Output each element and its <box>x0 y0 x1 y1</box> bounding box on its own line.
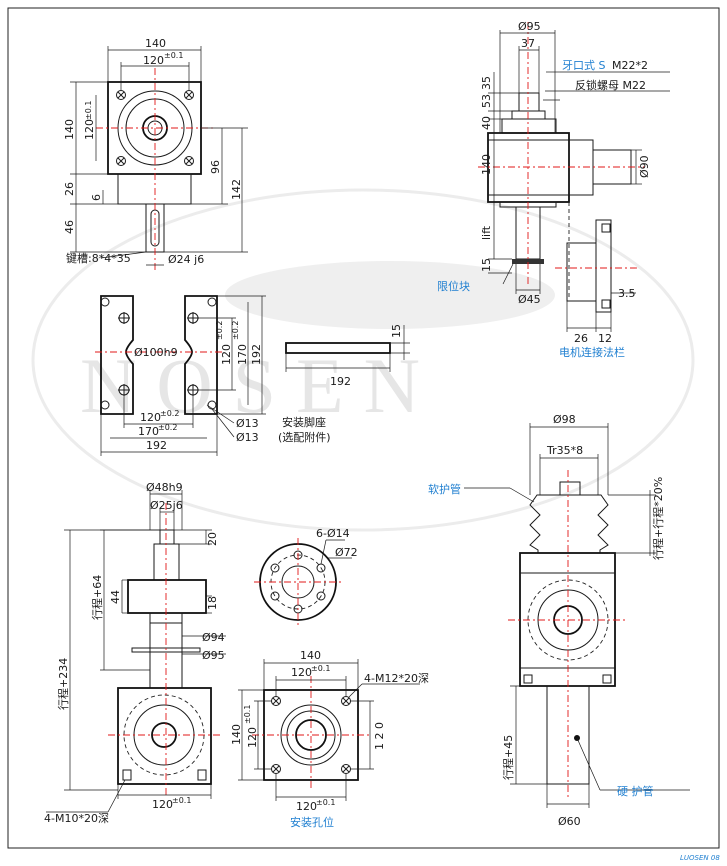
view-top-left <box>70 46 248 270</box>
label-thread-m12: 4-M12*20深 <box>364 672 429 685</box>
view-bottom-right <box>464 423 690 808</box>
label-locknut: 反锁螺母 M22 <box>575 78 646 92</box>
label-holes: 6-Ø14 <box>316 527 350 540</box>
dim-stroke-45: 行程+45 <box>502 735 515 780</box>
dim-base-w170-tol: ±0.2 <box>158 423 177 432</box>
dim-d90: Ø90 <box>638 155 651 178</box>
brand-mark: LUOSEN 08 <box>680 854 720 862</box>
label-hard-tube: 硬 护管 <box>617 784 654 798</box>
dim-hole-2: Ø13 <box>236 431 259 444</box>
dim-53: 53 <box>480 94 493 108</box>
label-mount-holes: 安装孔位 <box>290 815 334 829</box>
dim-lift: lift <box>480 225 493 240</box>
dim-d98: Ø98 <box>553 413 576 426</box>
dim-mount-w140: 140 <box>300 649 321 662</box>
label-motor-flange: 电机连接法栏 <box>559 345 625 359</box>
dim-44: 44 <box>109 590 122 604</box>
dim-d95: Ø95 <box>518 20 541 33</box>
dim-bolt-tol: ±0.1 <box>164 51 183 60</box>
dim-35: 35 <box>480 76 493 90</box>
dim-mount-bottom-w120: 120 <box>296 800 317 813</box>
dim-base-h120: 120 <box>220 344 233 365</box>
dim-stroke-20pct: 行程+行程*20% <box>652 477 665 560</box>
dim-mount-w120: 120 <box>291 666 312 679</box>
label-nut: 牙口式 S <box>562 59 605 72</box>
dim-base-w192: 192 <box>146 439 167 452</box>
dim-base-w120-tol: ±0.2 <box>160 409 179 418</box>
dim-142: 142 <box>230 179 243 200</box>
label-keyway: 键槽:8*4*35 <box>66 251 131 265</box>
dim-6: 6 <box>90 194 103 201</box>
dim-140-side: 140 <box>480 154 493 175</box>
dim-base-h170-tol: ±0.2 <box>231 321 240 340</box>
label-stop: 限位块 <box>437 279 470 293</box>
label-mount-feet-sub: (选配附件) <box>278 430 331 444</box>
dim-pcd: Ø72 <box>335 546 358 559</box>
watermark-text: NOSEN <box>80 342 440 429</box>
mount-pattern <box>238 659 420 801</box>
dim-shaft: Ø24 j6 <box>168 253 204 266</box>
dim-18: 18 <box>206 596 219 610</box>
view-top-right <box>478 22 670 300</box>
dim-base-h192: 192 <box>250 344 263 365</box>
dim-d25: Ø25j6 <box>150 499 183 512</box>
dim-bl-w120-tol: ±0.1 <box>172 796 191 805</box>
dim-d100: Ø100h9 <box>134 346 178 359</box>
dim-stroke-64: 行程+64 <box>91 575 104 620</box>
watermark: NOSEN <box>31 188 695 532</box>
dim-plate-thickness: 15 <box>390 324 403 338</box>
dim-base-h170: 170 <box>236 344 249 365</box>
dim-height-120: 120 <box>83 119 96 140</box>
round-flange <box>254 538 352 626</box>
label-bellows: 软护管 <box>428 482 461 496</box>
dim-d45: Ø45 <box>518 293 541 306</box>
dim-mount-h120-right: 1 2 0 <box>373 722 386 750</box>
label-mount-feet: 安装脚座 <box>282 415 326 429</box>
dim-plate-length: 192 <box>330 375 351 388</box>
drawing-frame <box>7 7 720 849</box>
dim-mount-h120-tol: ±0.1 <box>243 705 252 724</box>
dim-26: 26 <box>63 182 76 196</box>
dim-mount-h140: 140 <box>230 724 243 745</box>
dim-mount-w120-tol: ±0.1 <box>311 664 330 673</box>
dim-thread-tr35: Tr35*8 <box>546 444 583 457</box>
dim-d48: Ø48h9 <box>146 481 183 494</box>
dim-15-side: 15 <box>480 258 493 272</box>
dim-bolt-spacing: 120 <box>143 54 164 67</box>
mount-feet <box>95 295 410 456</box>
dim-height-140: 140 <box>63 119 76 140</box>
dim-96: 96 <box>209 160 222 174</box>
motor-flange <box>555 219 640 332</box>
dim-bl-w120: 120 <box>152 798 173 811</box>
dim-46: 46 <box>63 220 76 234</box>
dim-d94: Ø94 <box>202 631 225 644</box>
dim-width-140: 140 <box>145 37 166 50</box>
dim-height-120-tol: ±0.1 <box>84 101 93 120</box>
dim-3-5: 3.5 <box>618 287 636 300</box>
label-nut-spec: M22*2 <box>612 59 648 72</box>
dim-stroke-234: 行程+234 <box>57 658 70 710</box>
dim-d37: 37 <box>521 37 535 50</box>
dim-mount-h120: 120 <box>246 727 259 748</box>
view-bottom-left <box>46 490 226 813</box>
dim-20: 20 <box>206 532 219 546</box>
dim-12-flange: 12 <box>598 332 612 345</box>
dim-d95-bl: Ø95 <box>202 649 225 662</box>
dim-mount-bottom-tol: ±0.1 <box>316 798 335 807</box>
dim-base-h120-tol: ±0.2 <box>215 321 224 340</box>
dim-26-flange: 26 <box>574 332 588 345</box>
dim-hole-1: Ø13 <box>236 417 259 430</box>
dim-40: 40 <box>480 116 493 130</box>
label-thread-m10: 4-M10*20深 <box>44 812 109 825</box>
dim-base-w120: 120 <box>140 411 161 424</box>
dim-d60: Ø60 <box>558 815 581 828</box>
dim-base-w170: 170 <box>138 425 159 438</box>
